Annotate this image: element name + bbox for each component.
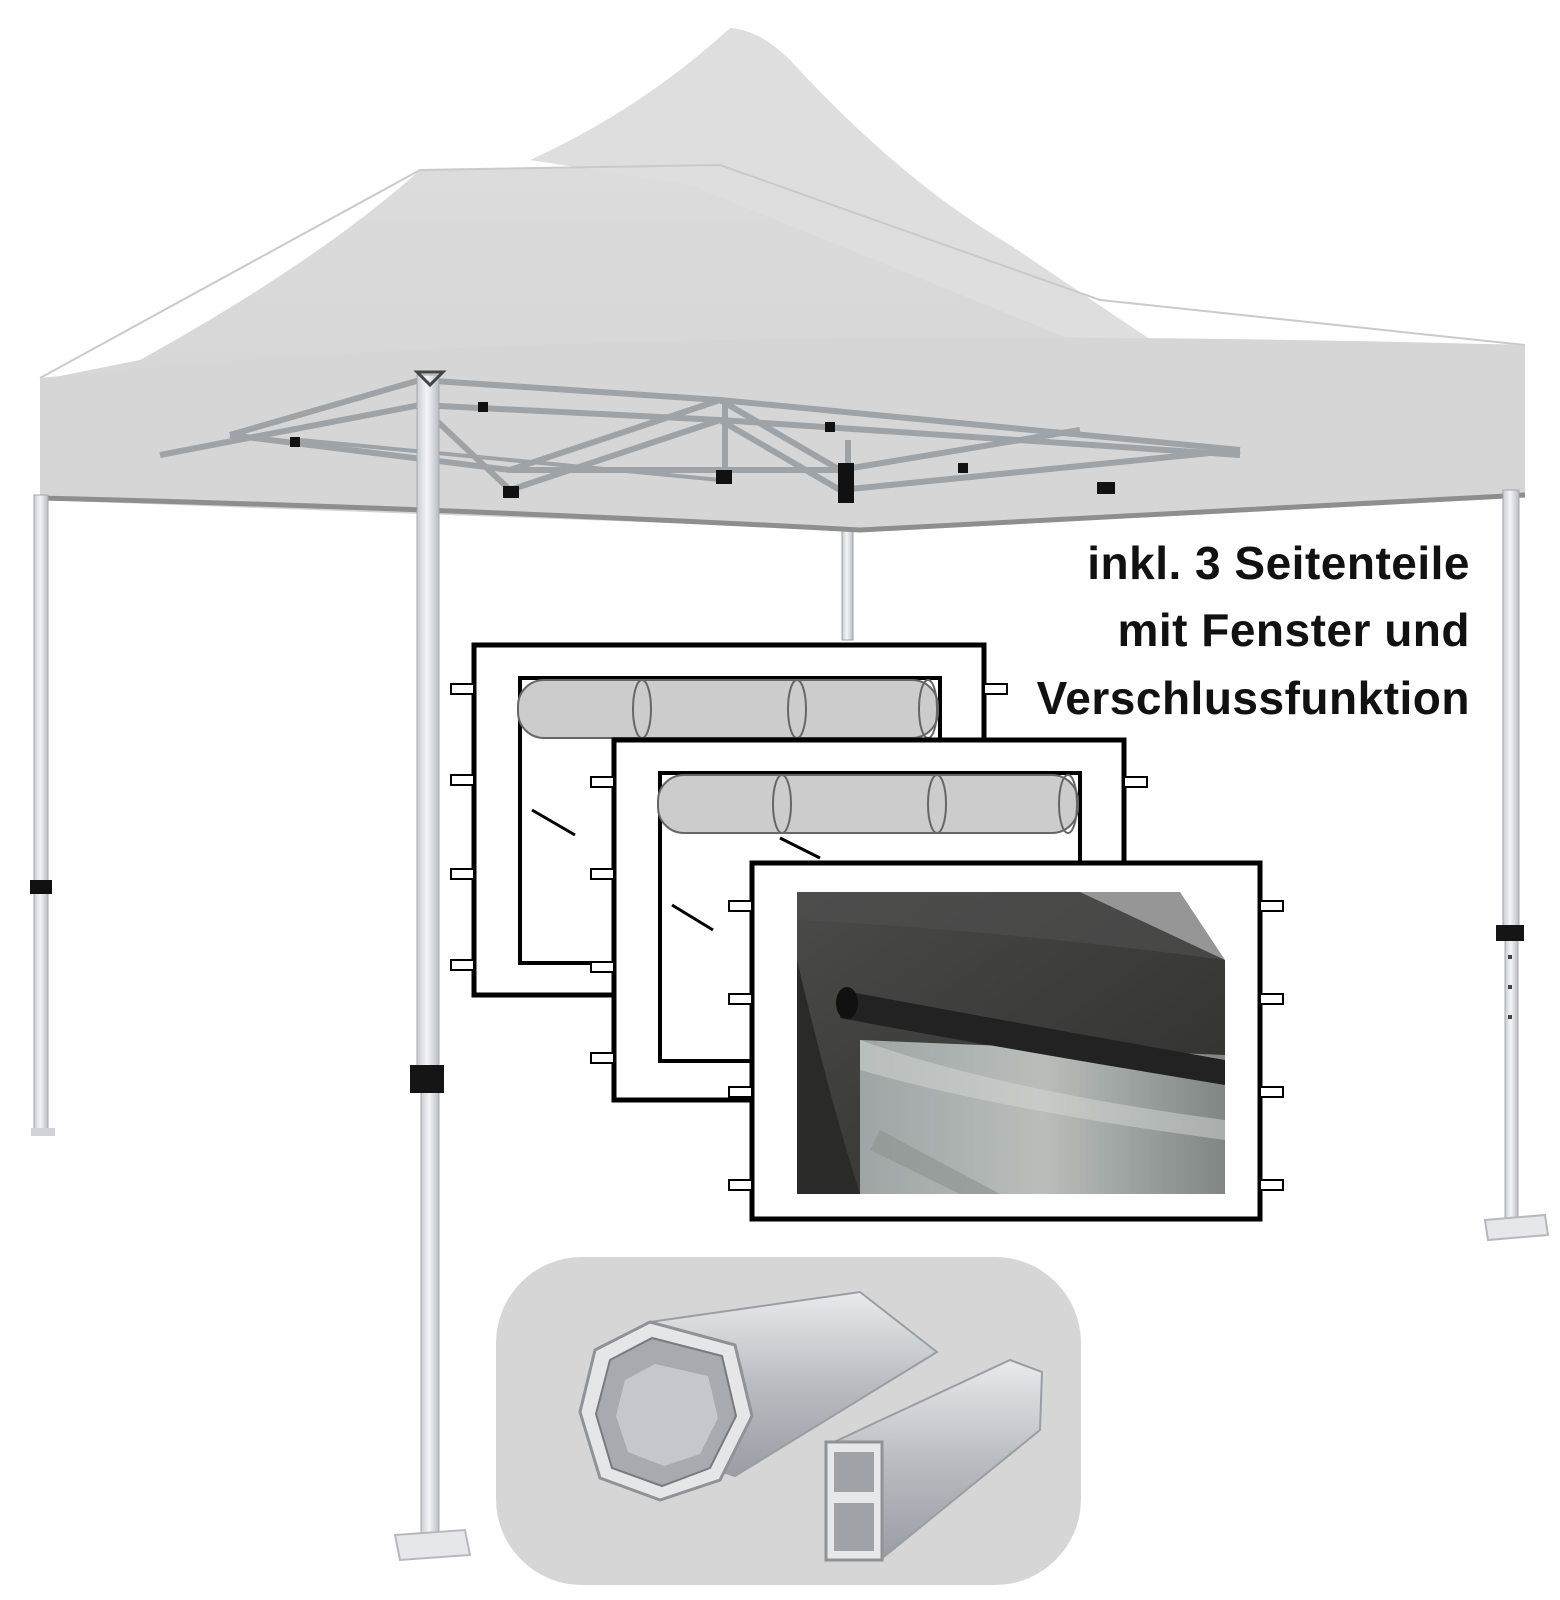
square-profile-icon bbox=[824, 1358, 1044, 1562]
caption-line-3: Verschlussfunktion bbox=[1036, 672, 1470, 724]
tent-leg-left bbox=[30, 494, 55, 1136]
profile-detail bbox=[496, 1257, 1081, 1585]
side-wall-photo bbox=[797, 892, 1225, 1194]
side-wall-panel-front bbox=[728, 860, 1284, 1222]
caption-line-1: inkl. 3 Seitenteile bbox=[1087, 537, 1470, 589]
side-wall-panels bbox=[450, 642, 1284, 1222]
hexagonal-profile-icon bbox=[578, 1290, 939, 1502]
caption-line-2: mit Fenster und bbox=[1117, 604, 1470, 656]
tent-leg-front bbox=[393, 370, 472, 1562]
tent-leg-right bbox=[1483, 489, 1550, 1242]
frame-joints bbox=[290, 402, 1115, 503]
tent-leg-back bbox=[841, 519, 854, 641]
